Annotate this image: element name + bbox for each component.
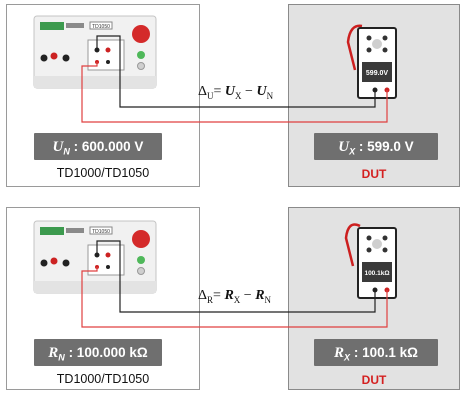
multimeter-device-bottom: 100.1kΩ — [344, 223, 397, 299]
meter-display-top: 599.0V — [366, 70, 389, 77]
meter-display-bottom: 100.1kΩ — [364, 270, 389, 277]
reference-readout-voltage: UN : 600.000 V — [34, 133, 162, 160]
red-knob-icon — [132, 230, 150, 248]
red-wire-bottom — [81, 267, 388, 328]
brand-logo-icon — [40, 22, 64, 30]
multimeter-device-top: 599.0V — [346, 24, 397, 99]
device-badge-bottom: TD1050 — [92, 229, 110, 235]
green-button-icon — [137, 256, 145, 264]
meter-dial-icon — [372, 39, 382, 49]
meter-screen — [362, 62, 392, 82]
green-button-icon — [137, 51, 145, 59]
brand-logo-icon — [40, 227, 64, 235]
reference-caption-voltage: TD1000/TD1050 — [56, 166, 150, 180]
error-formula-voltage: ΔU= UX − UN — [198, 84, 274, 101]
red-knob-icon — [132, 25, 150, 43]
black-wire-bottom — [96, 240, 376, 313]
meter-screen — [362, 262, 392, 282]
black-wire-top — [96, 35, 376, 108]
reference-caption-resistance: TD1000/TD1050 — [56, 372, 150, 386]
black-terminal-icon — [40, 54, 48, 62]
calibrator-device-top: TD1050 — [33, 15, 157, 89]
hi-terminal-icon — [105, 252, 111, 258]
dut-label-resistance: DUT — [361, 373, 387, 387]
reference-readout-resistance: RN : 100.000 kΩ — [34, 339, 162, 366]
calibrator-device-bottom: TD1050 — [33, 220, 157, 294]
dut-readout-resistance: RX : 100.1 kΩ — [314, 339, 438, 366]
device-badge-top: TD1050 — [92, 24, 110, 30]
meter-dial-icon — [372, 239, 382, 249]
error-formula-resistance: ΔR= RX − RN — [198, 288, 272, 305]
dut-readout-voltage: UX : 599.0 V — [314, 133, 438, 160]
hi-terminal-icon — [105, 47, 111, 53]
red-terminal-icon — [50, 52, 58, 60]
red-wire-top — [81, 62, 388, 123]
dut-label-voltage: DUT — [361, 167, 387, 181]
